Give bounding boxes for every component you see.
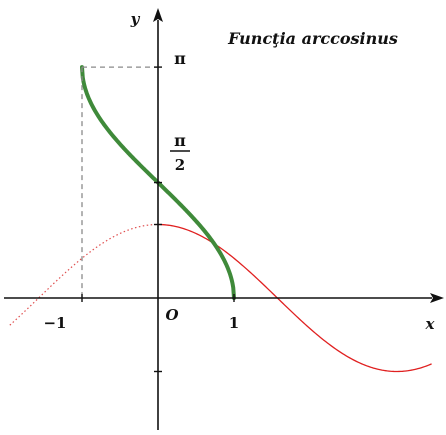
x-tick-label-1: 1 — [229, 314, 239, 332]
x-axis-arrow — [430, 293, 444, 303]
x-tick-label-minus-1: −1 — [43, 314, 66, 332]
y-axis-label: y — [130, 10, 141, 28]
cosine-curve — [157, 223, 432, 373]
y-tick-label-pi-half-denominator: 2 — [175, 156, 185, 174]
y-tick-label-pi: π — [174, 49, 186, 68]
cosine-curve-dotted — [9, 223, 159, 326]
guide-lines — [81, 66, 158, 298]
y-axis-arrow — [153, 8, 163, 22]
axes — [4, 8, 444, 430]
origin-label: O — [165, 306, 178, 324]
y-tick-label-pi-half-numerator: π — [174, 131, 186, 150]
curves-layer — [9, 65, 432, 373]
chart-title: Funcţia arccosinus — [227, 29, 398, 48]
x-axis-label: x — [425, 315, 436, 333]
